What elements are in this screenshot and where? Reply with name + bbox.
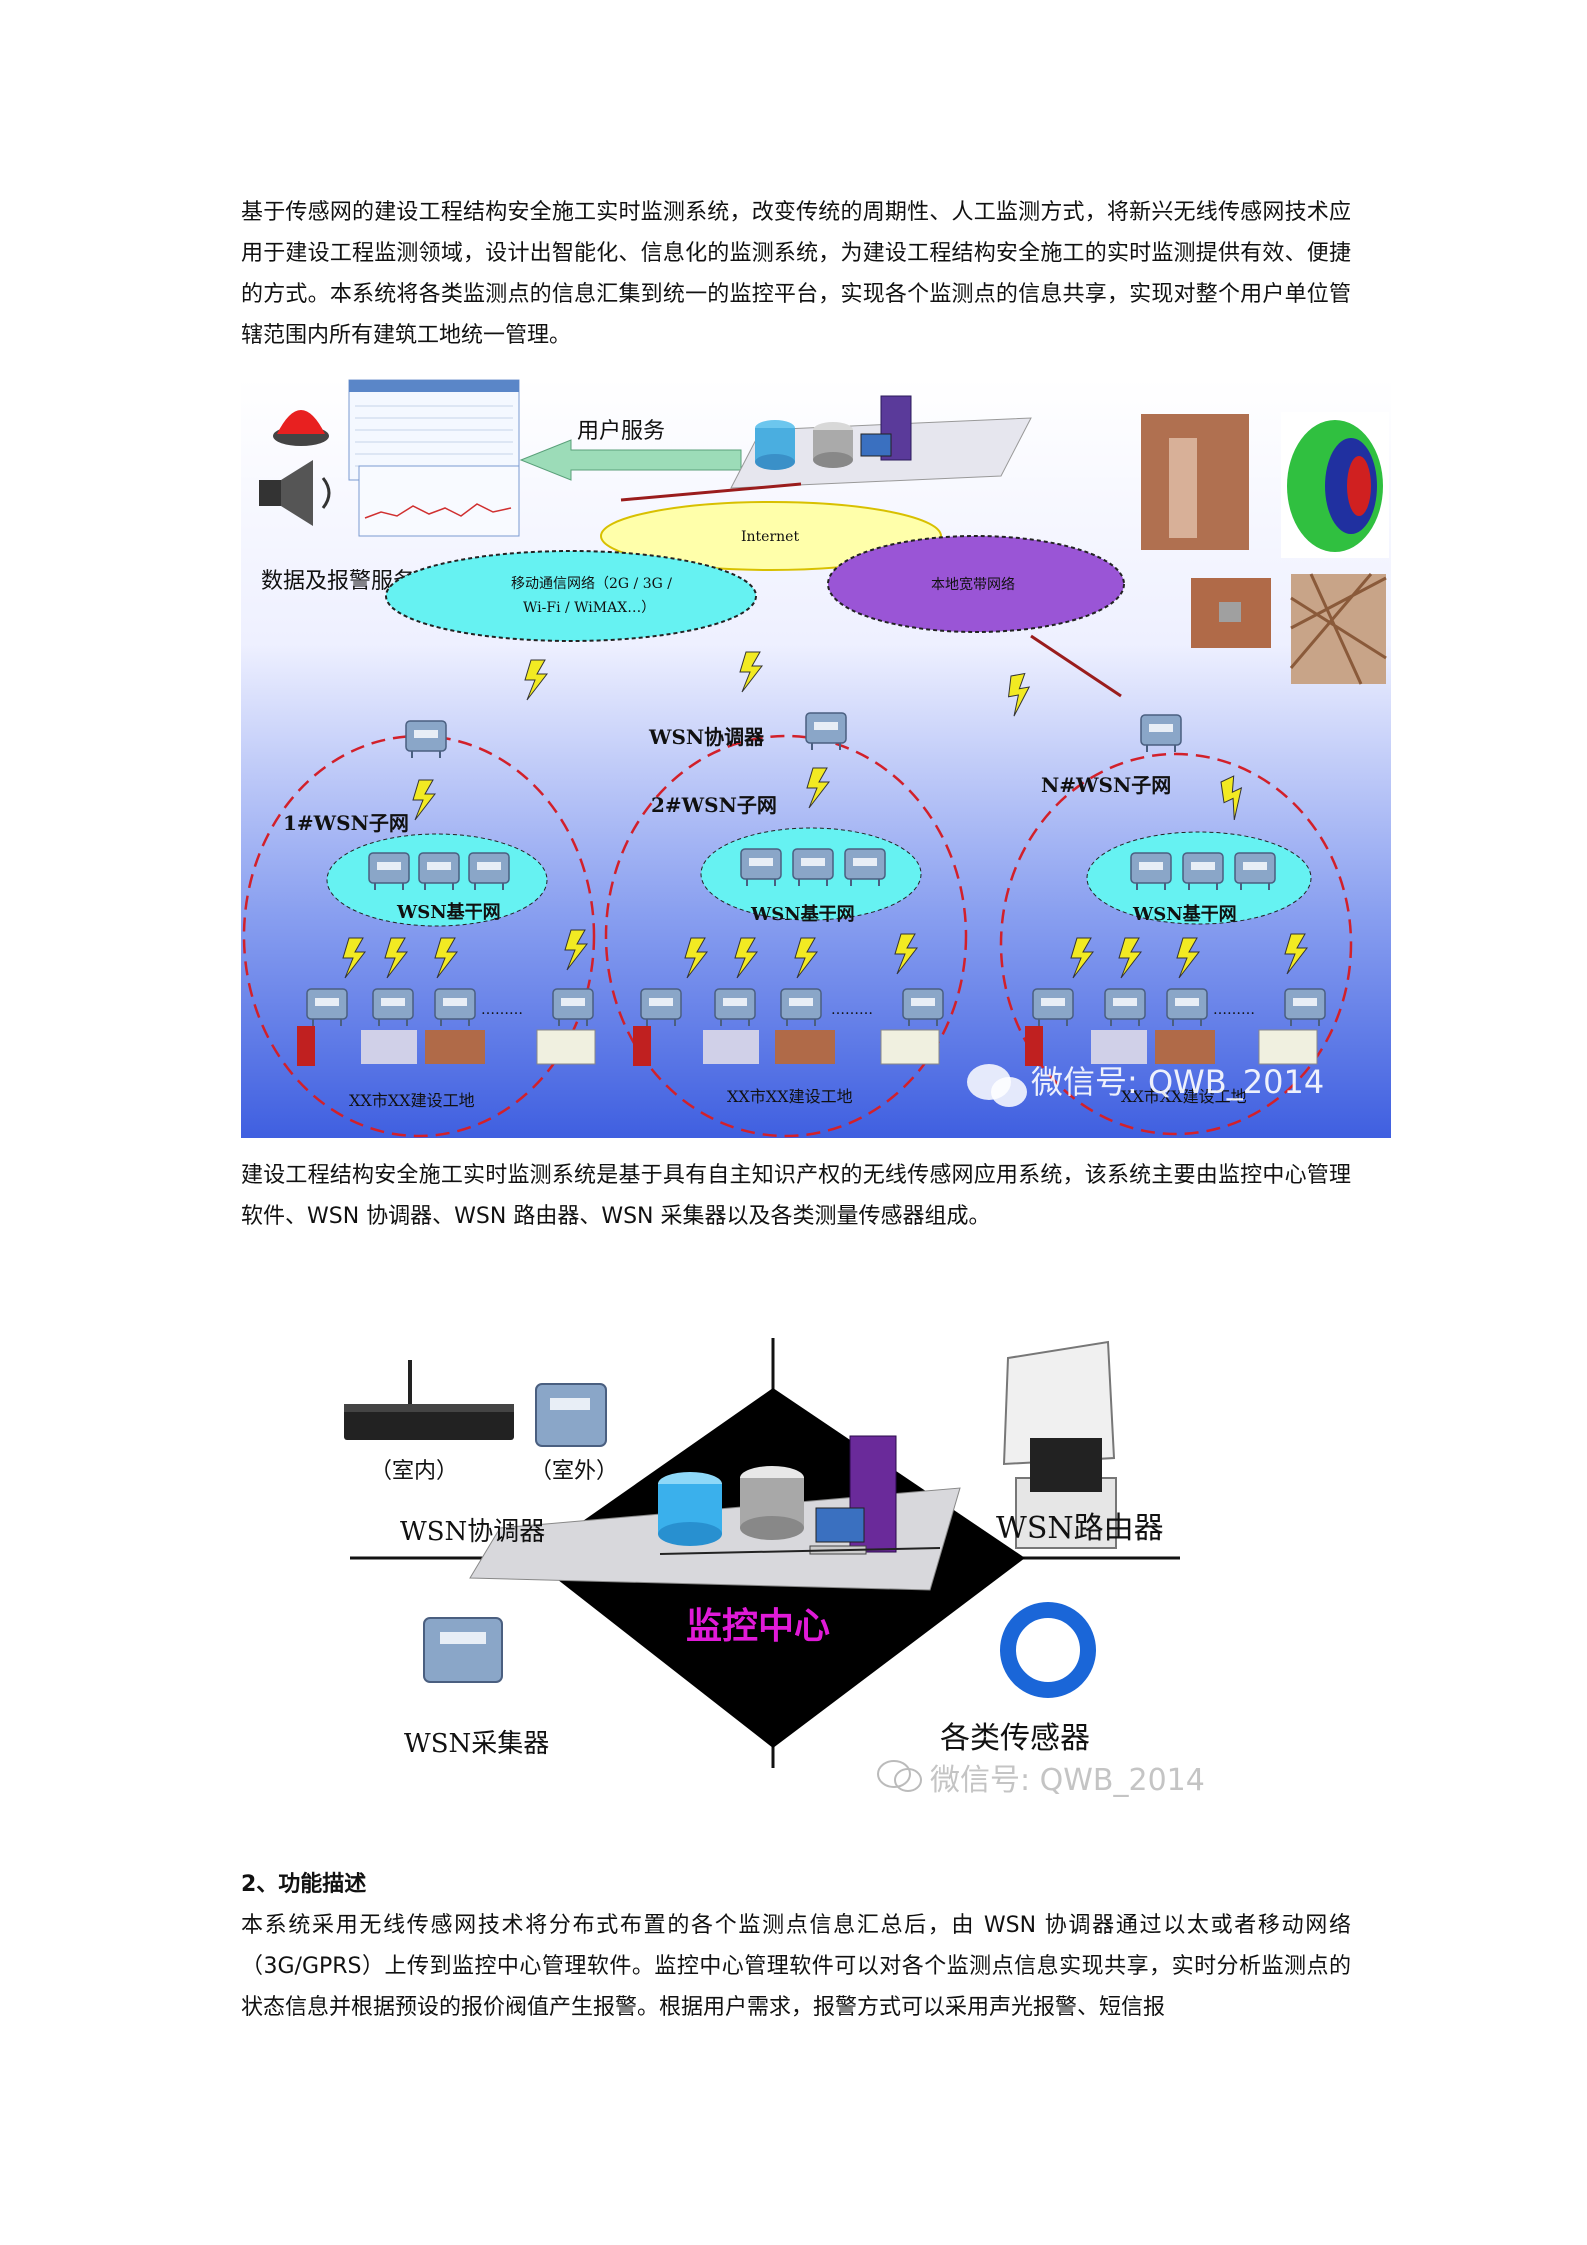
indoor-label: （室内） bbox=[370, 1459, 458, 1484]
software-screenshot-thumbnails bbox=[348, 379, 520, 537]
alarm-light-icon bbox=[273, 410, 329, 446]
svg-text:………: ……… bbox=[831, 1002, 873, 1018]
link-arrow-broadband-subnet bbox=[1030, 634, 1122, 698]
router-label: WSN路由器 bbox=[996, 1511, 1164, 1546]
monitor-center-label: 监控中心 bbox=[686, 1605, 830, 1647]
system-architecture-figure: 用户服务 数据及报警服务 Internet 移动通信网络（2G / 3G / W… bbox=[241, 378, 1391, 1138]
subnet-1-label: 1#WSN子网 bbox=[283, 811, 409, 835]
internet-cloud: Internet bbox=[600, 501, 942, 571]
local-broadband-label: 本地宽带网络 bbox=[931, 576, 1015, 593]
router-cabinet-device bbox=[1002, 1340, 1117, 1549]
user-service-arrow bbox=[519, 439, 742, 481]
intro-paragraph: 基于传感网的建设工程结构安全施工实时监测系统，改变传统的周期性、人工监测方式，将… bbox=[241, 200, 1351, 348]
system-composition-paragraph: 建设工程结构安全施工实时监测系统是基于具有自主知识产权的无线传感网应用系统，该系… bbox=[241, 1163, 1351, 1229]
server-disk-icon bbox=[740, 1466, 804, 1540]
sensors-label: 各类传感器 bbox=[940, 1721, 1090, 1756]
speaker-icon bbox=[259, 460, 331, 526]
internet-label: Internet bbox=[741, 529, 799, 545]
collector-label: WSN采集器 bbox=[404, 1729, 549, 1759]
system-components-figure: 监控中心 （室内） （室外） WSN协调器 WSN路由器 WSN采集器 各类传感… bbox=[344, 1338, 1205, 1798]
wechat-watermark-2: 微信号: QWB_2014 bbox=[877, 1760, 1205, 1798]
coordinator-label: WSN协调器 bbox=[400, 1517, 545, 1547]
watermark-2-text: 微信号: QWB_2014 bbox=[930, 1763, 1205, 1798]
link-arrow-internet-center bbox=[620, 482, 802, 502]
subnet-1-backbone-label: WSN基干网 bbox=[396, 901, 501, 923]
local-broadband-cloud: 本地宽带网络 bbox=[827, 535, 1125, 633]
outdoor-label: （室外） bbox=[530, 1459, 618, 1484]
subnet-2: WSN协调器 2#WSN子网 WSN基干网 ……… XX市XX建设工地 bbox=[604, 712, 968, 1138]
coordinator-label: WSN协调器 bbox=[648, 725, 765, 749]
indoor-coordinator-device bbox=[344, 1360, 514, 1440]
database-icon bbox=[658, 1472, 722, 1546]
watermark-1-text: 微信号: QWB_2014 bbox=[1031, 1063, 1324, 1101]
monitor-center-platform bbox=[730, 395, 1032, 489]
svg-text:………: ……… bbox=[481, 1002, 523, 1018]
mobile-network-label: 移动通信网络（2G / 3G / bbox=[511, 576, 672, 592]
subnet-n-label: N#WSN子网 bbox=[1041, 773, 1171, 797]
subnet-2-backbone-label: WSN基干网 bbox=[750, 903, 855, 925]
user-service-label: 用户服务 bbox=[577, 419, 665, 444]
subnet-n: N#WSN子网 WSN基干网 ……… XX市XX建设工地 bbox=[999, 714, 1353, 1136]
wechat-watermark-1: 微信号: QWB_2014 bbox=[967, 1063, 1324, 1107]
collector-device bbox=[423, 1617, 503, 1683]
site-1-label: XX市XX建设工地 bbox=[349, 1091, 475, 1110]
subnet-1: 1#WSN子网 WSN基干网 ……… XX市XX建设工地 bbox=[242, 720, 596, 1138]
sensor-ring-icon bbox=[1000, 1602, 1096, 1698]
svg-text:………: ……… bbox=[1213, 1002, 1255, 1018]
outdoor-coordinator-device bbox=[535, 1383, 607, 1447]
function-description-paragraph: 本系统采用无线传感网技术将分布式布置的各个监测点信息汇总后，由 WSN 协调器通… bbox=[241, 1913, 1351, 2020]
site-2-label: XX市XX建设工地 bbox=[727, 1087, 853, 1106]
subnet-2-label: 2#WSN子网 bbox=[651, 793, 777, 817]
mobile-network-cloud: 移动通信网络（2G / 3G / Wi-Fi / WiMAX…） bbox=[385, 550, 757, 642]
mobile-network-label-2: Wi-Fi / WiMAX…） bbox=[523, 600, 655, 616]
construction-photos bbox=[1141, 412, 1389, 685]
subnet-n-backbone-label: WSN基干网 bbox=[1132, 903, 1237, 925]
site-n-label: XX市XX建设工地 bbox=[1121, 1087, 1247, 1106]
section-heading: 2、功能描述 bbox=[241, 1872, 367, 1897]
